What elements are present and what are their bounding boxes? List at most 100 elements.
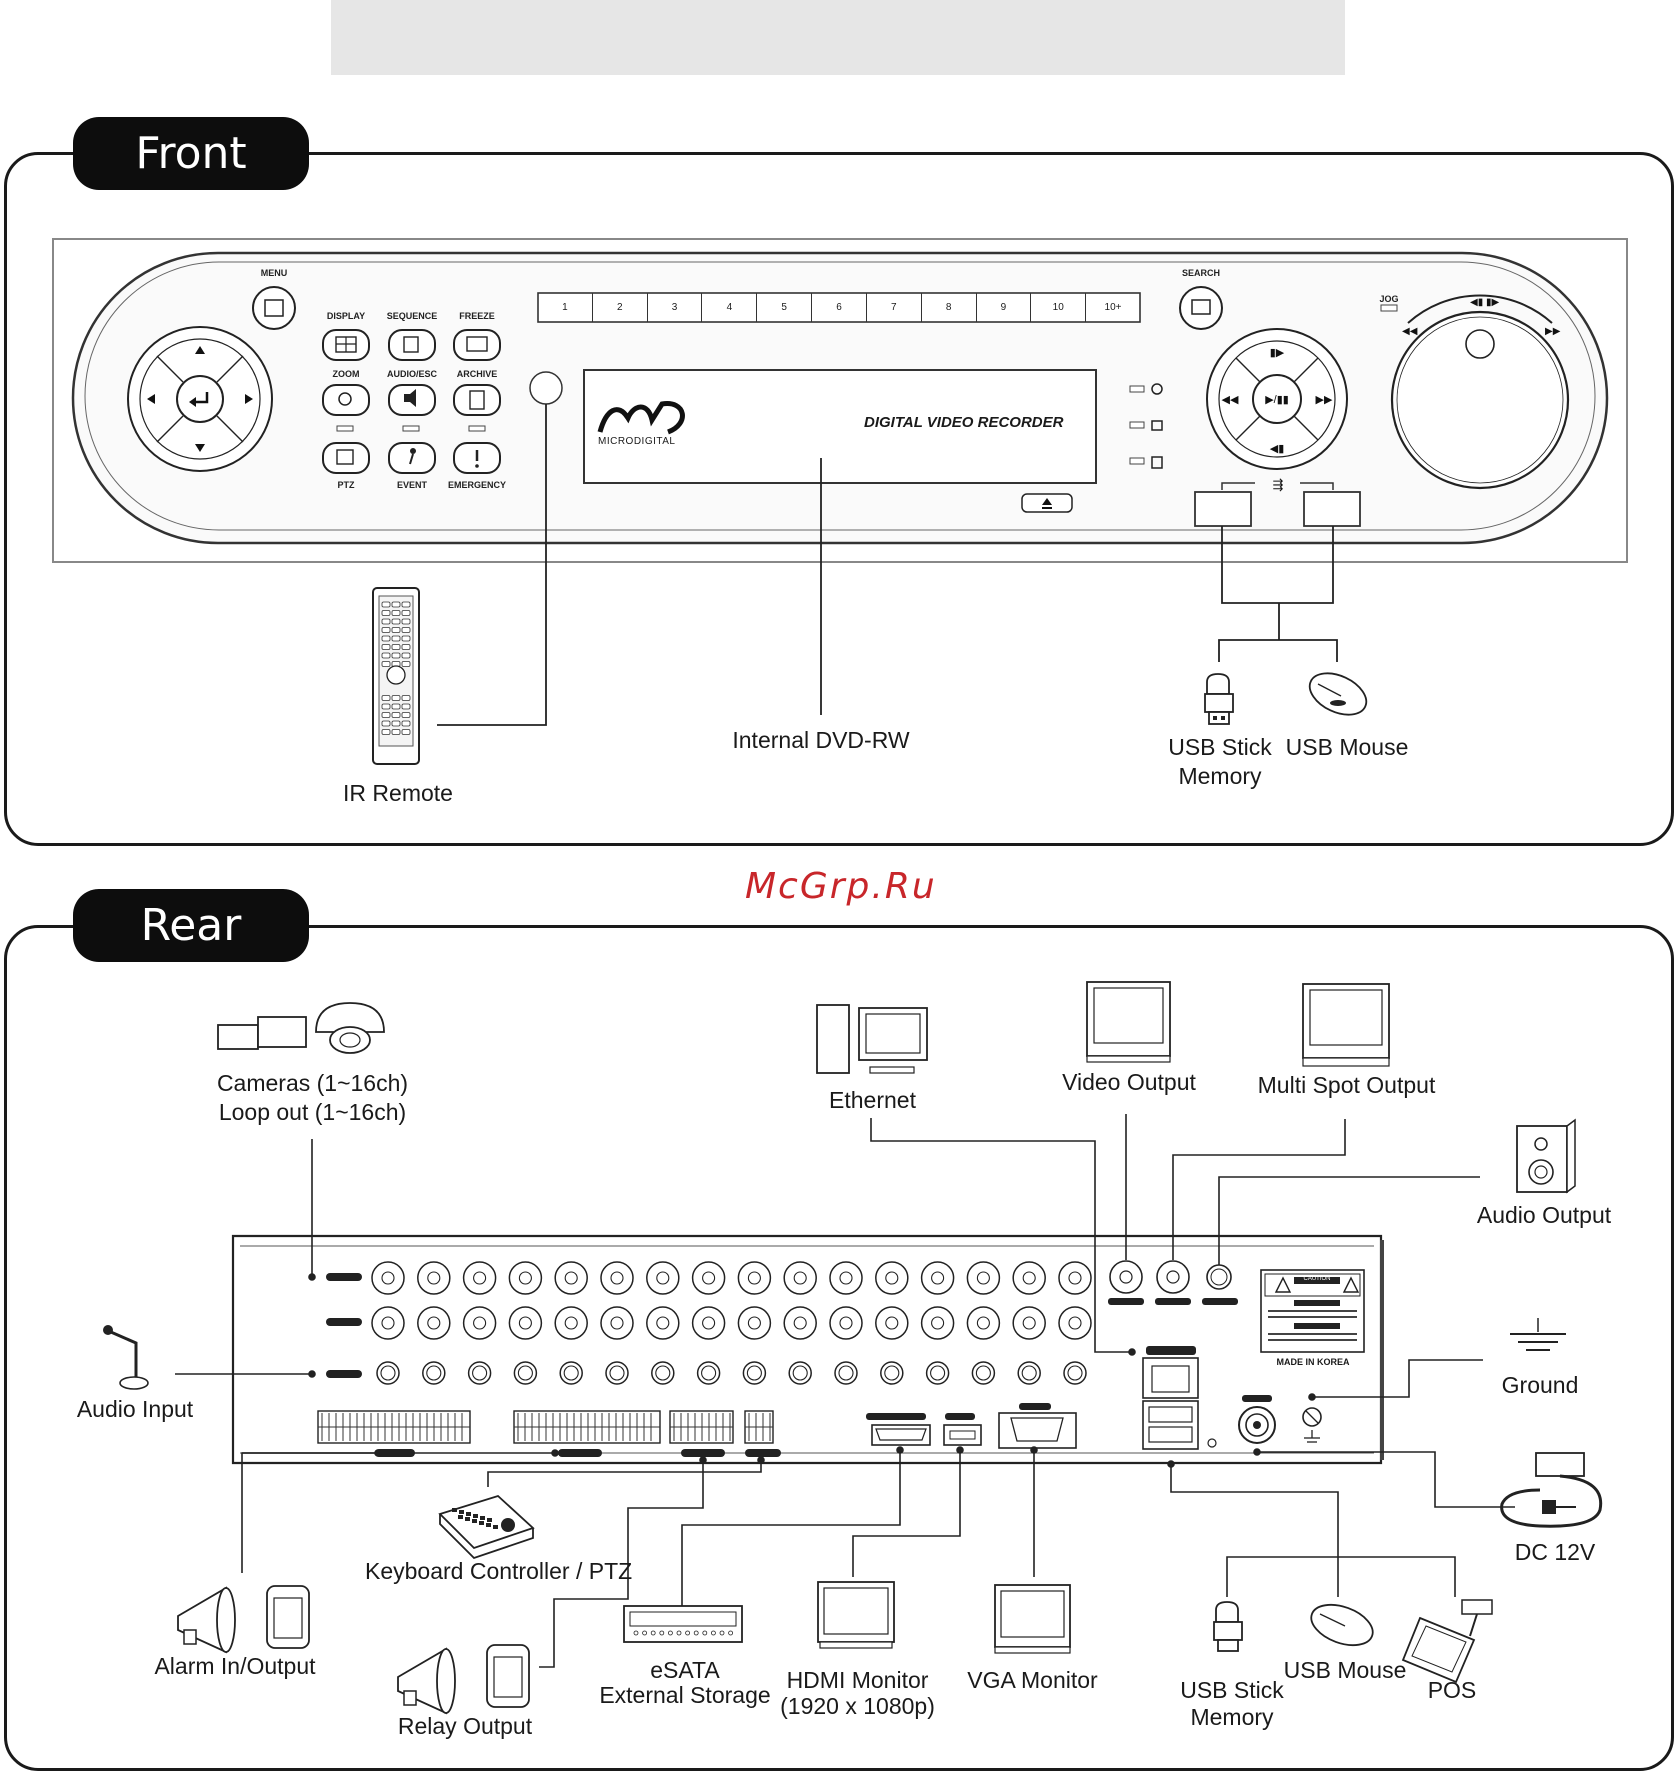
remote-key (381, 627, 391, 633)
menu-label: MENU (260, 268, 288, 278)
zoom-button[interactable] (322, 384, 370, 416)
dc12v-label: DC 12V (1514, 1539, 1596, 1565)
rear-jack-core (702, 1316, 716, 1330)
rear-jack-core (930, 1365, 946, 1381)
remote-key (391, 644, 401, 650)
dc-adapter (1500, 1452, 1603, 1528)
usb-icon: ⇶ (1273, 477, 1284, 492)
sequence-button[interactable] (388, 329, 436, 361)
rear-jack-core (839, 1316, 853, 1330)
rear-jack-core (1022, 1271, 1036, 1285)
dvd-label: Internal DVD-RW (732, 727, 910, 753)
rear-jack-core (517, 1365, 533, 1381)
keyboard-key (466, 1512, 471, 1516)
hdmi-label-2: (1920 x 1080p) (780, 1693, 935, 1719)
ground-label: Ground (1501, 1372, 1579, 1398)
camera-devices (217, 1002, 385, 1054)
archive-button[interactable] (453, 384, 501, 416)
rear-jack-core (609, 1365, 625, 1381)
rear-jack-core (427, 1316, 441, 1330)
ethernet-label: Ethernet (829, 1087, 916, 1113)
channel-button-11[interactable]: 10+ (1085, 293, 1140, 322)
jog-label: JOG (1379, 294, 1399, 304)
search-button[interactable] (1179, 286, 1223, 330)
remote-key (391, 601, 401, 608)
remote-key (401, 720, 411, 727)
remote-key (381, 635, 391, 642)
playback-pad[interactable]: ▮▶ ◀▮ ◀◀ ▶▶ ▶/▮▮ (1206, 328, 1348, 470)
cameras-label: Cameras (1~16ch) (216, 1070, 409, 1096)
remote-key (381, 695, 391, 701)
header-bar (331, 0, 1345, 75)
rear-jack-core (793, 1316, 807, 1330)
jog-dial[interactable]: ◀◀ ▶▶ ◀▮ ▮▶ (1380, 294, 1570, 490)
esata-led (693, 1630, 699, 1636)
rear-jack-core (976, 1316, 990, 1330)
display-label: DISPLAY (326, 311, 366, 321)
menu-button[interactable] (252, 286, 296, 330)
front-usb-stick-label-1: USB Stick (1168, 734, 1272, 760)
remote-key (401, 661, 411, 667)
remote-key (391, 618, 401, 625)
channel-button-9[interactable]: 9 (975, 293, 1031, 322)
rear-jack-core (518, 1271, 532, 1285)
channel-button-7[interactable]: 7 (865, 293, 921, 322)
remote-key (401, 712, 411, 718)
channel-button-1[interactable]: 1 (562, 302, 568, 313)
front-usb-port-1 (1194, 491, 1252, 527)
keyboard-key (473, 1514, 478, 1518)
rear-usb-stick-label-1: USB Stick (1180, 1677, 1284, 1703)
network-icon (1151, 456, 1163, 469)
remote-key (401, 703, 411, 710)
channel-button-8[interactable]: 8 (920, 293, 976, 322)
keyboard-key (465, 1517, 470, 1521)
menu-icon (264, 299, 284, 317)
product-name: DIGITAL VIDEO RECORDER (864, 414, 1064, 431)
rear-jack-core (473, 1316, 487, 1330)
rear-jack-core (702, 1271, 716, 1285)
channel-button-4[interactable]: 4 (701, 293, 756, 322)
rear-jack-core (381, 1316, 395, 1330)
remote-key (381, 729, 391, 735)
channel-button-6[interactable]: 6 (811, 293, 866, 322)
rear-jack-core (610, 1316, 624, 1330)
event-label: EVENT (396, 480, 427, 490)
rear-jack-core (518, 1316, 532, 1330)
zoom-label: ZOOM (332, 369, 360, 379)
ir-remote-label: IR Remote (343, 780, 453, 806)
rear-jack-core (473, 1271, 487, 1285)
esata-led (668, 1630, 673, 1636)
remote-key (391, 635, 401, 642)
ptz-button[interactable] (322, 442, 370, 474)
svg-text:◀◀: ◀◀ (1402, 326, 1418, 337)
svg-text:◀▮ ▮▶: ◀▮ ▮▶ (1470, 297, 1499, 308)
rear-jack-core (1022, 1316, 1036, 1330)
remote-key (401, 635, 411, 642)
esata-led (719, 1630, 725, 1636)
channel-button-3[interactable]: 3 (646, 293, 702, 322)
rear-section (4, 925, 1674, 1771)
rear-jack-core (1067, 1365, 1083, 1381)
vga-monitor-device (994, 1584, 1071, 1654)
freeze-button[interactable] (453, 329, 501, 361)
dvd-tray (583, 369, 1097, 484)
rear-jack-core (427, 1271, 441, 1285)
video-output-label: Video Output (1062, 1069, 1196, 1095)
svg-text:◀◀: ◀◀ (1222, 394, 1239, 406)
channel-button-5[interactable]: 5 (756, 293, 811, 322)
dpad-left[interactable] (127, 326, 273, 472)
rear-jack-core (884, 1365, 900, 1381)
keyboard-controller (438, 1494, 535, 1560)
channel-button-2[interactable]: 2 (591, 293, 647, 322)
ethernet-pc (816, 1004, 928, 1074)
rear-jack-core (564, 1271, 578, 1285)
rear-jack-core (885, 1271, 899, 1285)
esata-led (711, 1630, 716, 1636)
channel-button-10[interactable]: 10 (1030, 293, 1085, 322)
rear-jack-core (472, 1365, 488, 1381)
remote-key (401, 627, 411, 633)
search-label: SEARCH (1181, 268, 1220, 278)
rear-jack-core (793, 1271, 807, 1285)
